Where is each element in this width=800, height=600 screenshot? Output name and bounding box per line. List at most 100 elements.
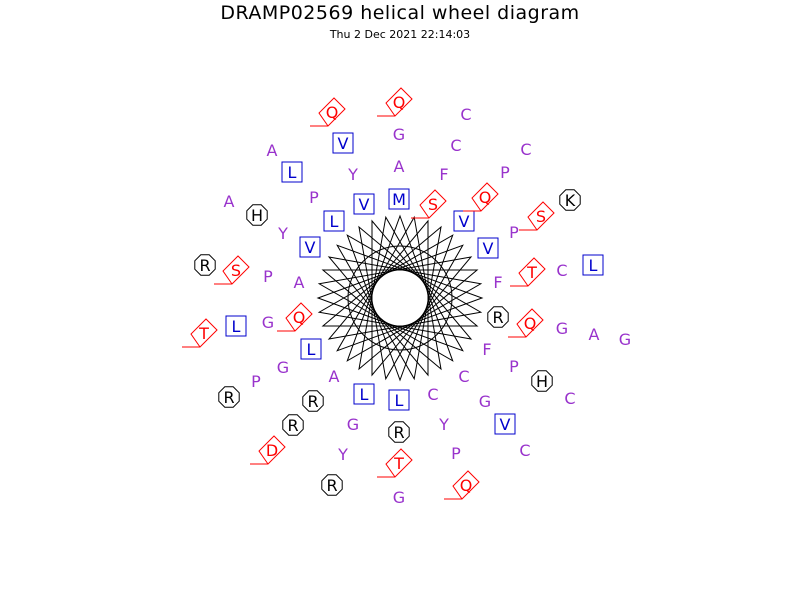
residue-octagon bbox=[194, 254, 216, 276]
residue-letter: S bbox=[428, 195, 438, 214]
residue-polar: Q bbox=[310, 97, 346, 127]
residue-special: C bbox=[564, 389, 575, 408]
residue-diamond bbox=[182, 318, 218, 348]
residue-special: G bbox=[556, 319, 568, 338]
residue-special: C bbox=[519, 441, 530, 460]
residue-letter: A bbox=[294, 273, 305, 292]
residue-special: P bbox=[509, 223, 519, 242]
residue-letter: L bbox=[360, 385, 369, 404]
residue-letter: Y bbox=[337, 445, 348, 464]
residue-special: G bbox=[393, 488, 405, 507]
residue-box bbox=[388, 389, 410, 411]
residue-hydrophobic: M bbox=[388, 188, 410, 210]
residue-letter: L bbox=[232, 317, 241, 336]
residue-letter: F bbox=[439, 165, 448, 184]
residue-charged: R bbox=[302, 390, 324, 412]
residue-special: C bbox=[520, 140, 531, 159]
residue-diamond bbox=[277, 302, 313, 332]
residue-hydrophobic: L bbox=[353, 383, 375, 405]
residue-letter: H bbox=[536, 372, 548, 391]
residue-letter: S bbox=[231, 261, 241, 280]
residue-special: C bbox=[427, 385, 438, 404]
residue-special: A bbox=[589, 325, 600, 344]
residue-letter: A bbox=[224, 192, 235, 211]
wheel-inner-circle bbox=[347, 245, 453, 351]
residue-diamond bbox=[444, 470, 480, 500]
residue-charged: K bbox=[559, 189, 581, 211]
residue-letter: R bbox=[223, 388, 234, 407]
residue-hydrophobic: V bbox=[453, 210, 475, 232]
residue-letter: P bbox=[251, 372, 261, 391]
residue-special: Y bbox=[337, 445, 348, 464]
residue-letter: C bbox=[519, 441, 530, 460]
residue-letter: V bbox=[500, 415, 511, 434]
residue-hydrophobic: V bbox=[477, 237, 499, 259]
residue-letter: P bbox=[309, 188, 319, 207]
residue-hydrophobic: V bbox=[494, 413, 516, 435]
residue-special: P bbox=[509, 357, 519, 376]
residue-box bbox=[323, 210, 345, 232]
residue-letter: F bbox=[482, 340, 491, 359]
residue-charged: R bbox=[487, 306, 509, 328]
residue-box bbox=[281, 161, 303, 183]
residue-special: P bbox=[451, 444, 461, 463]
residue-special: F bbox=[493, 273, 502, 292]
residue-letter: S bbox=[536, 207, 546, 226]
residue-letter: G bbox=[262, 313, 274, 332]
residue-octagon bbox=[321, 474, 343, 496]
residue-polar: Q bbox=[377, 87, 413, 117]
residue-letter: Q bbox=[293, 308, 306, 327]
residue-letter: C bbox=[556, 261, 567, 280]
residue-special: C bbox=[556, 261, 567, 280]
residue-octagon bbox=[302, 390, 324, 412]
residue-letter: P bbox=[263, 267, 273, 286]
residue-letter: C bbox=[427, 385, 438, 404]
residue-special: G bbox=[262, 313, 274, 332]
residue-special: G bbox=[277, 358, 289, 377]
residue-letter: Y bbox=[277, 224, 288, 243]
residue-letter: L bbox=[307, 340, 316, 359]
residue-letter: C bbox=[458, 367, 469, 386]
residue-letter: M bbox=[392, 190, 406, 209]
residue-letter: C bbox=[564, 389, 575, 408]
residue-octagon bbox=[559, 189, 581, 211]
residue-letter: G bbox=[347, 415, 359, 434]
residue-polar: D bbox=[250, 435, 286, 465]
residue-octagon bbox=[531, 370, 553, 392]
residue-letter: L bbox=[395, 391, 404, 410]
residue-polar: Q bbox=[277, 302, 313, 332]
residue-letter: V bbox=[338, 134, 349, 153]
residue-letter: G bbox=[479, 392, 491, 411]
residue-octagon bbox=[282, 414, 304, 436]
residue-special: G bbox=[393, 125, 405, 144]
residue-box bbox=[300, 338, 322, 360]
residue-letter: G bbox=[556, 319, 568, 338]
residue-polar: S bbox=[519, 201, 555, 231]
residue-hydrophobic: L bbox=[281, 161, 303, 183]
residue-letter: V bbox=[305, 238, 316, 257]
residue-letter: L bbox=[288, 163, 297, 182]
residue-letter: R bbox=[287, 416, 298, 435]
residue-letter: A bbox=[329, 367, 340, 386]
residue-hydrophobic: L bbox=[323, 210, 345, 232]
residue-box bbox=[494, 413, 516, 435]
residue-polar: T bbox=[510, 257, 546, 287]
residue-special: Y bbox=[438, 415, 449, 434]
residue-special: A bbox=[224, 192, 235, 211]
residue-letter: Q bbox=[326, 103, 339, 122]
residue-letter: G bbox=[393, 125, 405, 144]
residue-charged: R bbox=[321, 474, 343, 496]
residue-diamond bbox=[214, 255, 250, 285]
residue-letter: Y bbox=[438, 415, 449, 434]
residue-diamond bbox=[377, 87, 413, 117]
residue-hydrophobic: L bbox=[300, 338, 322, 360]
residue-special: P bbox=[251, 372, 261, 391]
residue-diamond bbox=[519, 201, 555, 231]
residue-polar: T bbox=[182, 318, 218, 348]
residue-special: C bbox=[460, 105, 471, 124]
residue-polar: Q bbox=[463, 182, 499, 212]
residue-letter: G bbox=[277, 358, 289, 377]
residue-letter: R bbox=[199, 256, 210, 275]
residue-special: P bbox=[263, 267, 273, 286]
residue-special: A bbox=[267, 141, 278, 160]
